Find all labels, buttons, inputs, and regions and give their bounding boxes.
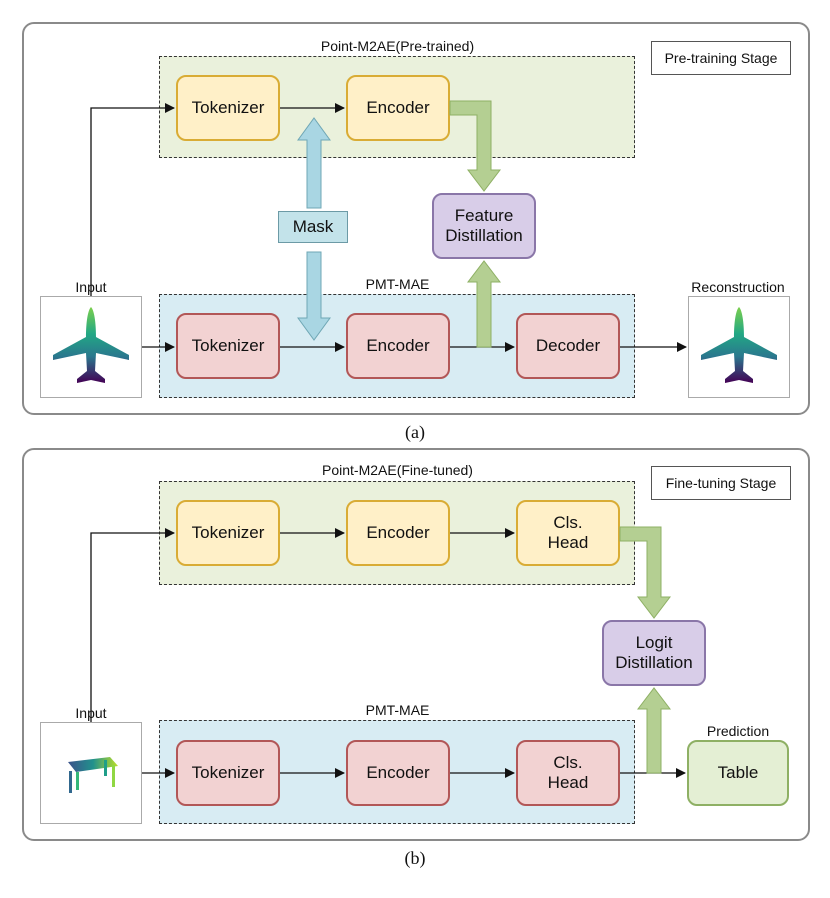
teacher-tokenizer-block-b: Tokenizer: [176, 500, 280, 566]
teacher-encoder-block: Encoder: [346, 75, 450, 141]
input-to-teacher-connector-b: [90, 528, 175, 722]
distill-line1: Feature: [454, 205, 514, 225]
table-point-cloud-input: [68, 757, 118, 793]
teacher-group-label-b: Point-M2AE(Fine-tuned): [322, 462, 473, 478]
teacher-head-to-logit-arrow: [619, 526, 672, 619]
prediction-box: Table: [687, 740, 789, 806]
distill-line2: Distillation: [445, 226, 523, 245]
student-head-line1: Cls.: [553, 752, 583, 772]
teacher-encoder-block-b: Encoder: [346, 500, 450, 566]
teacher-head-line1: Cls.: [553, 512, 583, 532]
feature-distillation-block: Feature Distillation: [432, 193, 536, 259]
teacher-to-distill-arrow: [449, 100, 502, 192]
stage-label: Pre-training Stage: [651, 41, 791, 75]
mask-down-arrow: [297, 251, 331, 341]
logit-line1: Logit: [635, 632, 673, 652]
mask-up-arrow: [297, 117, 331, 209]
teacher-group-label: Point-M2AE(Pre-trained): [320, 38, 475, 54]
reconstruction-label: Reconstruction: [691, 279, 785, 295]
student-group-label-b: PMT-MAE: [365, 702, 430, 718]
student-group-label: PMT-MAE: [365, 276, 430, 292]
airplane-point-cloud-output: [701, 307, 777, 383]
student-tokenizer-block-b: Tokenizer: [176, 740, 280, 806]
caption-b: (b): [404, 848, 426, 868]
teacher-head-line2: Head: [547, 533, 589, 552]
input-image-table: [40, 722, 142, 824]
student-head-line2: Head: [547, 773, 589, 792]
student-to-distill-arrow: [466, 260, 502, 348]
stage-label-b: Fine-tuning Stage: [651, 466, 791, 500]
student-head-to-logit-arrow: [636, 687, 672, 774]
airplane-point-cloud-input: [53, 307, 129, 383]
student-encoder-block: Encoder: [346, 313, 450, 379]
teacher-tokenizer-block: Tokenizer: [176, 75, 280, 141]
caption-a: (a): [405, 422, 425, 442]
logit-line2: Distillation: [615, 653, 693, 672]
prediction-label: Prediction: [706, 723, 770, 739]
student-tokenizer-block: Tokenizer: [176, 313, 280, 379]
student-cls-head-block: Cls. Head: [516, 740, 620, 806]
teacher-cls-head-block: Cls. Head: [516, 500, 620, 566]
student-encoder-block-b: Encoder: [346, 740, 450, 806]
mask-box: Mask: [278, 211, 348, 243]
logit-distillation-block: Logit Distillation: [602, 620, 706, 686]
decoder-block: Decoder: [516, 313, 620, 379]
input-to-teacher-connector: [90, 103, 175, 296]
